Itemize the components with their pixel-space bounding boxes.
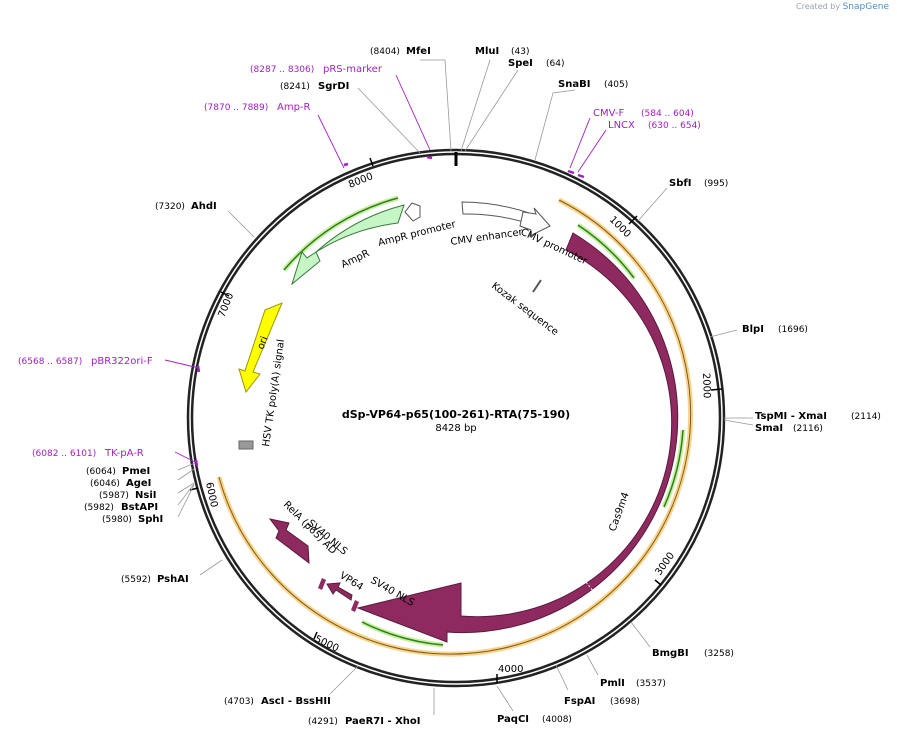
snapgene-brand: SnapGene	[842, 2, 889, 12]
tick-label-7000: 7000	[217, 291, 237, 319]
primer-name-tk-pa-r: TK-pA-R	[104, 448, 144, 459]
vp64-arrow	[326, 582, 353, 601]
primer-pos-cmv-f: (584 .. 604)	[641, 109, 694, 119]
enzyme-name-bstapi: BstAPI	[121, 502, 158, 513]
enzyme-pos-mfei: (8404)	[370, 47, 400, 57]
enzyme-pos-sgrdi: (8241)	[280, 82, 310, 92]
tick-label-6000: 6000	[203, 481, 219, 508]
tick-label-2000: 2000	[700, 373, 712, 399]
label-ampr: AmpR	[340, 248, 372, 271]
label-hsv-tk-polya: HSV TK poly(A) signal	[261, 339, 287, 448]
primer-marks	[194, 155, 585, 467]
primer-name-pbr322ori-f: pBR322ori-F	[91, 356, 153, 367]
enzyme-name-fspai: FspAI	[564, 696, 595, 707]
orf-line-cas9	[218, 199, 692, 655]
enzyme-pos-mlui: (43)	[511, 47, 529, 57]
primer-leader-lines	[164, 74, 607, 463]
ampr-arrow	[291, 204, 405, 286]
primer-name-prs-marker: pRS-marker	[323, 64, 383, 75]
enzyme-name-pmei: PmeI	[122, 466, 150, 477]
enzyme-name-nsii: NsiI	[135, 490, 156, 501]
enzyme-name-agei: AgeI	[126, 478, 151, 489]
label-cas9: Cas9m4	[607, 491, 631, 533]
cmv-enhancer-arrow	[461, 201, 530, 224]
cmv-promoter-arrow	[519, 207, 551, 237]
enzyme-leader-lines	[177, 59, 754, 715]
hsv-tk-polya-box	[238, 440, 254, 450]
enzyme-pos-smai: (2116)	[793, 424, 823, 434]
enzyme-name-sphi: SphI	[138, 514, 163, 525]
enzyme-name-sbfi: SbfI	[669, 178, 691, 189]
label-cmv-enhancer: CMV enhancer	[450, 227, 524, 248]
primer-pos-lncx: (630 .. 654)	[648, 121, 701, 131]
primer-name-lncx: LNCX	[608, 120, 635, 131]
enzyme-name-asci: AscI - BssHII	[261, 696, 331, 707]
cas9-arrow	[356, 232, 679, 643]
tick-label-4000: 4000	[498, 664, 523, 675]
enzyme-name-sgrdi: SgrDI	[318, 81, 349, 92]
orf-green-1-line	[577, 224, 635, 279]
enzyme-name-pmli: PmlI	[600, 678, 625, 689]
enzyme-name-ahdi: AhdI	[191, 201, 217, 212]
kozak-mark	[532, 279, 542, 293]
enzyme-pos-sbfi: (995)	[704, 179, 728, 189]
enzyme-name-pshai: PshAI	[157, 574, 189, 585]
primer-pos-tk-pa-r: (6082 .. 6101)	[32, 449, 96, 459]
primer-pos-amp-r: (7870 .. 7889)	[204, 103, 268, 113]
enzyme-name-blpi: BlpI	[742, 324, 764, 335]
enzyme-pos-snabi: (405)	[604, 80, 628, 90]
primer-pos-pbr322ori-f: (6568 .. 6587)	[18, 357, 82, 367]
orf-green-4-line	[283, 197, 399, 271]
enzyme-pos-tspmi-xmai: (2114)	[851, 412, 881, 422]
enzyme-pos-paqci: (4008)	[542, 715, 572, 725]
enzyme-pos-bmgbi: (3258)	[704, 649, 734, 659]
enzyme-name-snabi: SnaBI	[558, 79, 590, 90]
enzyme-name-smai: SmaI	[755, 423, 783, 434]
enzyme-pos-pshai: (5592)	[121, 575, 151, 585]
primer-name-amp-r: Amp-R	[277, 102, 311, 113]
ori-arrow	[238, 302, 283, 394]
snapgene-credit: Created by SnapGene	[796, 2, 889, 12]
enzyme-name-paer7i: PaeR7I - XhoI	[345, 716, 421, 727]
label-ori: ori	[256, 335, 271, 351]
enzyme-pos-blpi: (1696)	[778, 325, 808, 335]
enzyme-pos-ahdi: (7320)	[155, 202, 185, 212]
enzyme-pos-spei: (64)	[546, 59, 564, 69]
rela-arrow	[268, 518, 310, 565]
enzyme-pos-agei: (6046)	[90, 479, 120, 489]
enzyme-pos-pmli: (3537)	[636, 679, 666, 689]
enzyme-pos-nsii: (5987)	[99, 491, 129, 501]
tick-label-8000: 8000	[347, 171, 375, 191]
orf-green-3-line	[361, 621, 444, 646]
credit-prefix: Created by	[796, 2, 841, 11]
sv40-nls-mark-2	[351, 600, 359, 612]
enzyme-name-mfei: MfeI	[406, 46, 431, 57]
enzyme-name-bmgbi: BmgBI	[652, 648, 689, 659]
enzyme-pos-bstapi: (5982)	[84, 503, 114, 513]
primer-name-cmv-f: CMV-F	[593, 108, 624, 119]
primer-pos-prs-marker: (8287 .. 8306)	[250, 65, 314, 75]
enzyme-name-paqci: PaqCI	[497, 714, 529, 725]
enzyme-pos-paer7i: (4291)	[308, 717, 338, 727]
enzyme-pos-fspai: (3698)	[610, 697, 640, 707]
enzyme-name-mlui: MluI	[475, 46, 499, 57]
cas9-split-mark	[580, 575, 595, 593]
enzyme-name-spei: SpeI	[508, 58, 533, 69]
label-kozak: Kozak sequence	[489, 281, 560, 338]
sv40-nls-mark-1	[318, 578, 326, 590]
ticks	[189, 157, 723, 683]
orf-green-2-line	[663, 429, 684, 508]
plasmid-name: dSp-VP64-p65(100-261)-RTA(75-190)	[342, 408, 570, 421]
enzyme-pos-pmei: (6064)	[86, 467, 116, 477]
plasmid-length: 8428 bp	[435, 423, 476, 434]
ampr-promoter-arrow	[404, 202, 421, 222]
enzyme-pos-asci: (4703)	[224, 697, 254, 707]
enzyme-pos-sphi: (5980)	[102, 515, 132, 525]
enzyme-name-tspmi-xmai: TspMI - XmaI	[755, 411, 827, 422]
